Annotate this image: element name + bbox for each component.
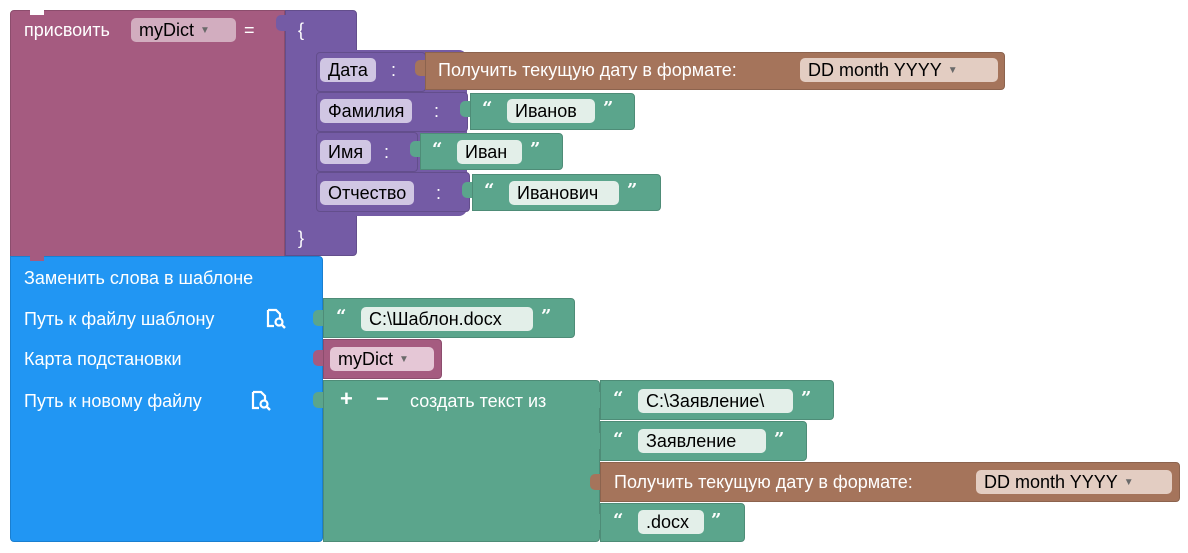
map-label: Карта подстановки [24, 349, 182, 369]
open-quote: “ [432, 139, 443, 160]
open-quote: “ [613, 429, 624, 450]
join-minus-button[interactable]: − [376, 386, 389, 411]
dropdown-arrow-icon: ▼ [1123, 477, 1134, 489]
open-quote: “ [613, 388, 624, 409]
close-quote: ” [530, 139, 541, 160]
date-connector [590, 474, 600, 490]
date-label: Получить текущую дату в формате: [438, 60, 737, 80]
text-connector [313, 310, 323, 326]
dict-entry-colon: : [434, 101, 440, 121]
date-format-dropdown[interactable]: DD month YYYY ▼ [800, 58, 998, 82]
date-format-value: DD month YYYY [808, 60, 942, 80]
text-value-field[interactable]: Заявление [638, 429, 766, 453]
close-quote: ” [801, 388, 812, 409]
replace-block-notch [30, 256, 44, 261]
dict-entry-key[interactable]: Дата [320, 58, 376, 82]
template-path-label: Путь к файлу шаблону [24, 309, 215, 329]
open-quote: “ [613, 510, 624, 531]
text-connector [460, 101, 470, 117]
assign-block[interactable] [10, 10, 285, 260]
close-quote: ” [541, 306, 552, 327]
map-variable-dropdown[interactable]: myDict ▼ [330, 347, 434, 371]
dict-entry-colon: : [384, 142, 390, 162]
close-quote: ” [774, 429, 785, 450]
replace-words-block[interactable] [10, 256, 323, 542]
text-connector [590, 433, 600, 449]
text-value-field[interactable]: C:\Заявление\ [638, 389, 793, 413]
assign-block-notch [30, 10, 44, 15]
text-value-field[interactable]: Иванович [509, 181, 619, 205]
join-plus-button[interactable]: + [340, 386, 353, 411]
assign-equals: = [244, 20, 255, 40]
template-path-field[interactable]: C:\Шаблон.docx [361, 307, 533, 331]
join-text-block[interactable] [323, 380, 600, 542]
join-label: создать текст из [410, 391, 547, 411]
dict-connector [276, 15, 286, 31]
assign-variable-name: myDict [139, 20, 194, 40]
close-quote: ” [711, 510, 722, 531]
date-label: Получить текущую дату в формате: [614, 472, 913, 492]
dropdown-arrow-icon: ▼ [947, 65, 958, 77]
dict-entry-key[interactable]: Отчество [320, 181, 415, 205]
file-search-icon[interactable] [265, 308, 287, 330]
text-value-field[interactable]: Иванов [507, 99, 595, 123]
assign-variable-dropdown[interactable]: myDict ▼ [131, 18, 236, 42]
close-quote: ” [627, 180, 638, 201]
join-part-date[interactable] [600, 462, 1180, 502]
text-connector [410, 141, 420, 157]
text-connector [590, 392, 600, 408]
map-variable-name: myDict [338, 349, 393, 369]
dropdown-arrow-icon: ▼ [200, 25, 210, 37]
text-connector [462, 182, 472, 198]
dict-entry-colon: : [391, 60, 397, 80]
new-file-path-label: Путь к новому файлу [24, 391, 202, 411]
text-value-field[interactable]: .docx [638, 510, 704, 534]
dict-entry-key[interactable]: Фамилия [320, 99, 413, 123]
date-format-value: DD month YYYY [984, 472, 1118, 492]
dict-open-brace: { [298, 20, 305, 40]
text-connector [313, 392, 323, 408]
open-quote: “ [482, 98, 493, 119]
variable-connector [313, 350, 323, 366]
date-connector [415, 60, 425, 76]
dropdown-arrow-icon: ▼ [399, 354, 409, 366]
replace-block-title: Заменить слова в шаблоне [24, 268, 254, 288]
text-connector [590, 514, 600, 530]
open-quote: “ [484, 180, 495, 201]
text-value-field[interactable]: Иван [457, 140, 522, 164]
dict-close-brace: } [298, 228, 305, 248]
open-quote: “ [336, 306, 347, 327]
dict-entry-key[interactable]: Имя [320, 140, 372, 164]
date-format-dropdown[interactable]: DD month YYYY ▼ [976, 470, 1172, 494]
file-search-icon[interactable] [250, 390, 272, 412]
dict-entry-colon: : [436, 183, 442, 203]
assign-label: присвоить [24, 20, 110, 40]
close-quote: ” [603, 98, 614, 119]
